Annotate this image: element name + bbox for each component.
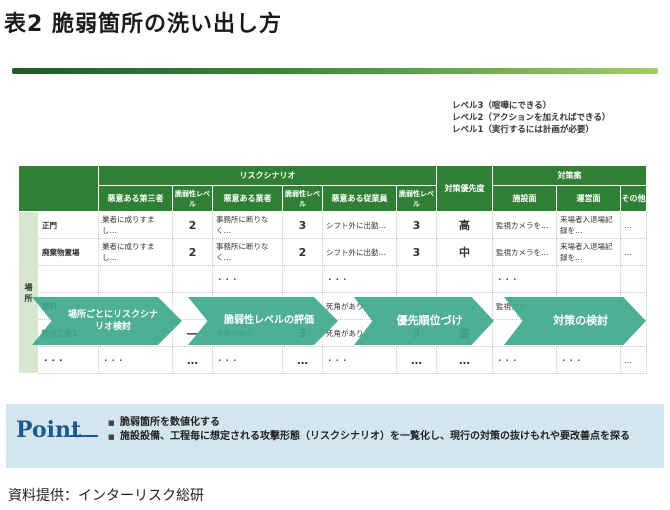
cell-t3: シフト外に出勤…: [322, 238, 397, 266]
risk-matrix: リスクシナリオ 対策優先度 対策案 悪意ある第三者 脆弱性レベル 悪意ある業者 …: [18, 165, 648, 374]
point-rule: [70, 435, 98, 437]
cell-priority: …: [436, 346, 493, 374]
cell-t3: ・・・: [322, 265, 397, 293]
cell-l1: 2: [172, 238, 213, 266]
cell-l2: 2: [282, 238, 323, 266]
point-list: 脆弱箇所を数値化する 施設設備、工程毎に想定される攻撃形態（リスクシナリオ）を一…: [108, 416, 630, 444]
header-vuln-level-2: 脆弱性レベル: [282, 185, 323, 212]
legend-level-2: レベル2（アクションを加えればできる）: [452, 113, 611, 123]
cell-other: …: [619, 211, 648, 239]
table-corner: [18, 165, 99, 212]
cell-facility: 監視カメラを…: [492, 238, 557, 266]
cell-other: [619, 265, 648, 293]
point-logo: Point: [16, 417, 82, 443]
cell-l3: …: [396, 346, 437, 374]
cell-operation: ・・・: [556, 346, 621, 374]
header-operation: 運営面: [556, 185, 621, 212]
header-vuln-level-3: 脆弱性レベル: [396, 185, 437, 212]
header-facility: 施設面: [492, 185, 557, 212]
header-contractor: 悪意ある業者: [212, 185, 283, 212]
step-arrow-3: 優先順位づけ: [354, 297, 494, 345]
step-1-label: 場所ごとにリスクシナリオ検討: [67, 310, 158, 332]
step-4-label: 対策の検討: [553, 314, 609, 327]
cell-t3: シフト外に出勤…: [322, 211, 397, 239]
cell-l3: 3: [396, 211, 437, 239]
cell-t2: 事務所に断りなく…: [212, 211, 283, 239]
cell-t1: [98, 265, 173, 293]
header-priority: 対策優先度: [436, 165, 493, 212]
cell-priority: 高: [436, 211, 493, 239]
cell-t2: ・・・: [212, 346, 283, 374]
step-3-label: 優先順位づけ: [396, 314, 463, 327]
cell-place: 正門: [38, 211, 99, 239]
step-arrow-2: 脆弱性レベルの評価: [188, 297, 338, 345]
header-employee: 悪意ある従業員: [322, 185, 397, 212]
cell-l3: 3: [396, 238, 437, 266]
cell-l2: …: [282, 346, 323, 374]
header-other: その他: [619, 185, 648, 212]
cell-t1: 業者に成りすまし…: [98, 211, 173, 239]
cell-facility: ・・・: [492, 346, 557, 374]
process-steps: 場所ごとにリスクシナリオ検討 脆弱性レベルの評価 優先順位づけ 対策の検討: [18, 297, 646, 345]
point-box: Point 脆弱箇所を数値化する 施設設備、工程毎に想定される攻撃形態（リスクシ…: [6, 404, 664, 468]
step-arrow-4: 対策の検討: [504, 297, 646, 345]
table-row: ・・・・・・…・・・…・・・……・・・・・・…: [19, 346, 648, 374]
cell-t1: ・・・: [98, 346, 173, 374]
cell-other: …: [619, 238, 648, 266]
point-item-1: 脆弱箇所を数値化する: [108, 416, 630, 430]
source-credit: 資料提供：インターリスク総研: [8, 488, 204, 504]
table-row: ・・・ ・・・ ・・・: [19, 265, 648, 293]
step-arrow-1: 場所ごとにリスクシナリオ検討: [32, 297, 182, 345]
legend-level-3: レベル3（喧嘩にできる）: [452, 101, 552, 111]
legend-level-1: レベル1（実行するには計画が必要）: [452, 125, 594, 135]
cell-t2: ・・・: [212, 265, 283, 293]
cell-facility: 監視カメラを…: [492, 211, 557, 239]
point-item-2: 施設設備、工程毎に想定される攻撃形態（リスクシナリオ）を一覧化し、現行の対策の抜…: [108, 430, 630, 444]
header-vuln-level-1: 脆弱性レベル: [172, 185, 213, 212]
cell-place: ・・・: [38, 346, 99, 374]
step-2-label: 脆弱性レベルの評価: [224, 315, 314, 326]
header-third-party: 悪意ある第三者: [98, 185, 173, 212]
page-title: 表2 脆弱箇所の洗い出し方: [4, 12, 282, 37]
header-measures: 対策案: [491, 165, 648, 186]
cell-place: 廃棄物置場: [38, 238, 99, 266]
vulnerability-level-legend: レベル3（喧嘩にできる） レベル2（アクションを加えればできる） レベル1（実行…: [452, 100, 610, 136]
cell-l1: 2: [172, 211, 213, 239]
header-risk-scenario: リスクシナリオ: [98, 165, 437, 186]
cell-operation: 来場者入退場記録を…: [556, 238, 621, 266]
cell-l1: [172, 265, 213, 293]
side-label-location: 場所: [18, 211, 39, 374]
cell-facility: ・・・: [492, 265, 557, 293]
cell-t3: ・・・: [322, 346, 397, 374]
cell-t1: 業者に成りすまし…: [98, 238, 173, 266]
cell-place: [38, 265, 99, 293]
cell-operation: 来場者入退場記録を…: [556, 211, 621, 239]
cell-priority: [436, 265, 493, 293]
cell-l3: [396, 265, 437, 293]
cell-l2: 3: [282, 211, 323, 239]
cell-other: …: [619, 346, 648, 374]
cell-t2: 事務所に断りなく…: [212, 238, 283, 266]
cell-priority: 中: [436, 238, 493, 266]
cell-operation: [556, 265, 621, 293]
cell-l1: …: [172, 346, 213, 374]
title-underline: [12, 68, 658, 74]
cell-l2: [282, 265, 323, 293]
